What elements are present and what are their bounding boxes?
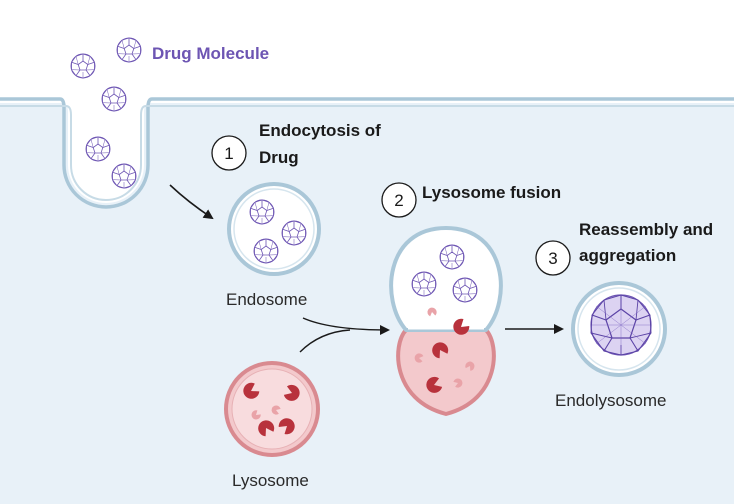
step-1-number: 1 bbox=[224, 144, 233, 163]
step-2-number: 2 bbox=[394, 191, 403, 210]
drug-molecule bbox=[101, 86, 127, 112]
drug-molecule bbox=[111, 163, 137, 189]
endosome bbox=[227, 182, 321, 276]
lysosome-label: Lysosome bbox=[232, 471, 309, 490]
endolysosome bbox=[571, 281, 667, 377]
plasma-membrane bbox=[0, 97, 734, 209]
lysosome-fusion-arrow bbox=[299, 329, 351, 353]
drug-aggregate bbox=[590, 294, 652, 356]
endocytosis-arrow bbox=[169, 184, 214, 220]
cell-interior bbox=[0, 103, 734, 504]
endosome-fusion-arrow bbox=[302, 317, 390, 335]
lysosome bbox=[224, 361, 320, 457]
step-1-circle bbox=[211, 135, 247, 171]
step-3-label-line1: Reassembly and bbox=[579, 220, 713, 239]
drug-molecule bbox=[85, 136, 111, 162]
step-3-number: 3 bbox=[548, 249, 557, 268]
endosome-label: Endosome bbox=[226, 290, 307, 309]
step-1-label-line2: Drug bbox=[259, 148, 299, 167]
drug-molecule bbox=[116, 37, 142, 63]
drug-molecule-label: Drug Molecule bbox=[152, 44, 269, 63]
drug-molecule bbox=[70, 53, 96, 79]
step-2-circle bbox=[381, 182, 417, 218]
step-3-label-line2: aggregation bbox=[579, 246, 676, 265]
fusing-vesicle bbox=[389, 226, 503, 416]
step-1-label-line1: Endocytosis of bbox=[259, 121, 381, 140]
step-3-circle bbox=[535, 240, 571, 276]
endolysosome-label: Endolysosome bbox=[555, 391, 667, 410]
step-2-label: Lysosome fusion bbox=[422, 183, 561, 202]
